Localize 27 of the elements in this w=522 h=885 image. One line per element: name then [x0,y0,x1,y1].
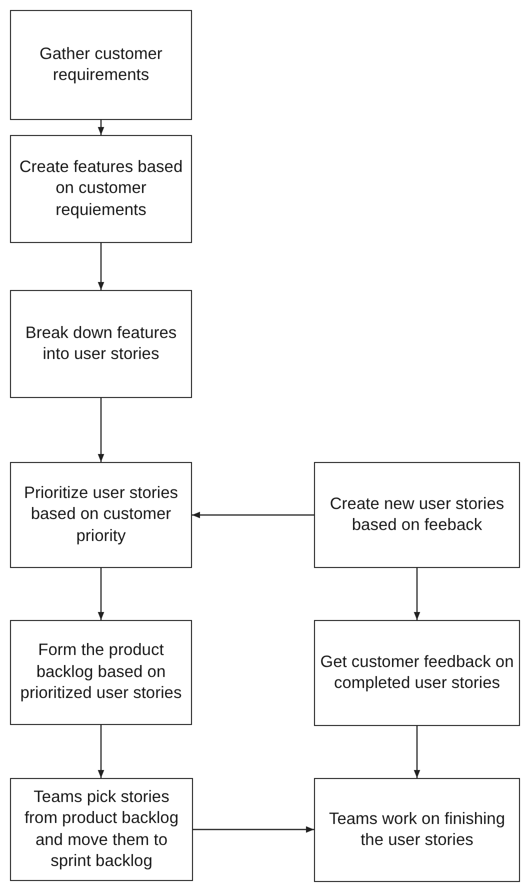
box-text: Teams work on finishing the user stories [328,808,506,851]
process-box [10,620,192,725]
arrow [98,243,104,290]
box-text: Break down features into user stories [24,322,178,365]
arrow [192,512,314,518]
box-text: Create features based on customer requiements [18,156,184,221]
process-box [10,462,192,568]
arrow [98,725,104,778]
arrow [414,726,420,778]
arrow [98,120,104,135]
arrow [193,826,314,833]
process-box [314,778,520,882]
arrow [98,398,104,462]
box-text: Prioritize user stories based on customer priority [22,482,180,547]
box-text: Get customer feedback on completed user stories [319,652,515,694]
process-box [10,135,192,243]
arrow [98,568,104,620]
process-box [314,462,520,568]
box-text: Form the product backlog based on prioritized user stories [19,640,183,704]
box-text: Teams pick stories from product backlog and move them to sprint backlog [23,786,180,872]
process-box [10,10,192,120]
arrow [414,568,420,620]
box-text: Gather customer requirements [38,44,164,86]
box-text: Create new user stories based on feeback [328,494,506,536]
process-box [10,290,192,398]
process-box [314,620,520,726]
process-box [10,778,193,881]
